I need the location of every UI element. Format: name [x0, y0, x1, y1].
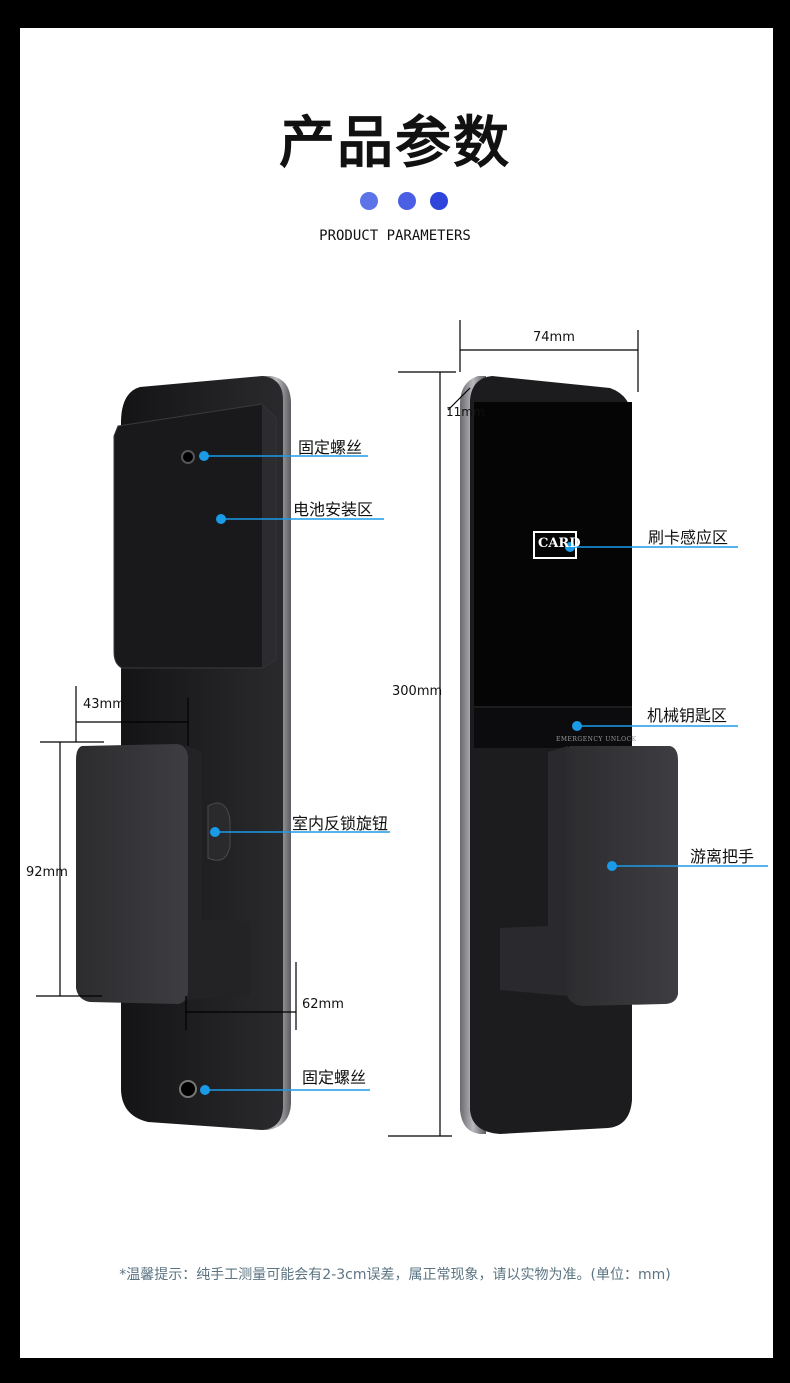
key-panel: [474, 708, 632, 748]
callout-lines: [204, 455, 768, 1091]
dim-handle-width-label: 62mm: [302, 997, 344, 1012]
dim-handle-offset-label: 43mm: [83, 697, 125, 712]
bottom-screw-hole: [179, 1080, 197, 1098]
callout-dot-screw-top: [199, 451, 209, 461]
callout-handle: 游离把手: [690, 847, 755, 866]
dim-11-line: [447, 387, 471, 411]
front-lock: [76, 376, 291, 1130]
callout-dot-knob: [210, 827, 220, 837]
dot-3: [430, 192, 448, 210]
callout-dot-battery: [216, 514, 226, 524]
back-handle-base: [500, 746, 568, 996]
dimension-lines: [36, 320, 639, 1137]
callout-card-zone: 刷卡感应区: [648, 528, 729, 547]
dim-depth-label: 11mm: [446, 405, 485, 419]
callout-dot-screw-bottom: [200, 1085, 210, 1095]
dim-width-label: 74mm: [533, 330, 575, 345]
battery-cover-side: [262, 404, 276, 668]
page-subtitle: PRODUCT PARAMETERS: [319, 228, 471, 244]
footer-note: *温馨提示：纯手工测量可能会有2-3cm误差，属正常现象，请以实物为准。(单位：…: [119, 1267, 671, 1283]
callout-knob: 室内反锁旋钮: [292, 814, 389, 833]
dim-height-label: 300mm: [392, 684, 443, 699]
battery-cover: [113, 403, 277, 669]
dot-2: [398, 192, 416, 210]
card-glass-panel: [474, 402, 632, 706]
back-handle-grip: [566, 746, 678, 1006]
back-lock: [460, 376, 678, 1134]
front-handle-grip: [76, 744, 188, 1004]
top-screw-hole: [181, 450, 195, 464]
dot-1: [360, 192, 378, 210]
callout-screw-top: 固定螺丝: [298, 438, 363, 457]
callout-dots: [199, 451, 617, 1095]
callout-key-zone: 机械钥匙区: [647, 706, 728, 725]
callout-dot-key: [572, 721, 582, 731]
card-badge-frame: [533, 531, 577, 559]
emergency-unlock-text: EMERGENCY UNLOCK: [556, 736, 637, 743]
front-handle-base: [186, 745, 250, 1000]
callout-dot-handle: [607, 861, 617, 871]
callout-screw-bottom: 固定螺丝: [302, 1068, 367, 1087]
callout-battery: 电池安装区: [293, 500, 374, 519]
page-title: 产品参数: [279, 111, 511, 176]
callout-dot-card: [565, 542, 575, 552]
card-badge: CARD: [538, 536, 581, 551]
dim-handle-height-label: 92mm: [26, 865, 68, 880]
